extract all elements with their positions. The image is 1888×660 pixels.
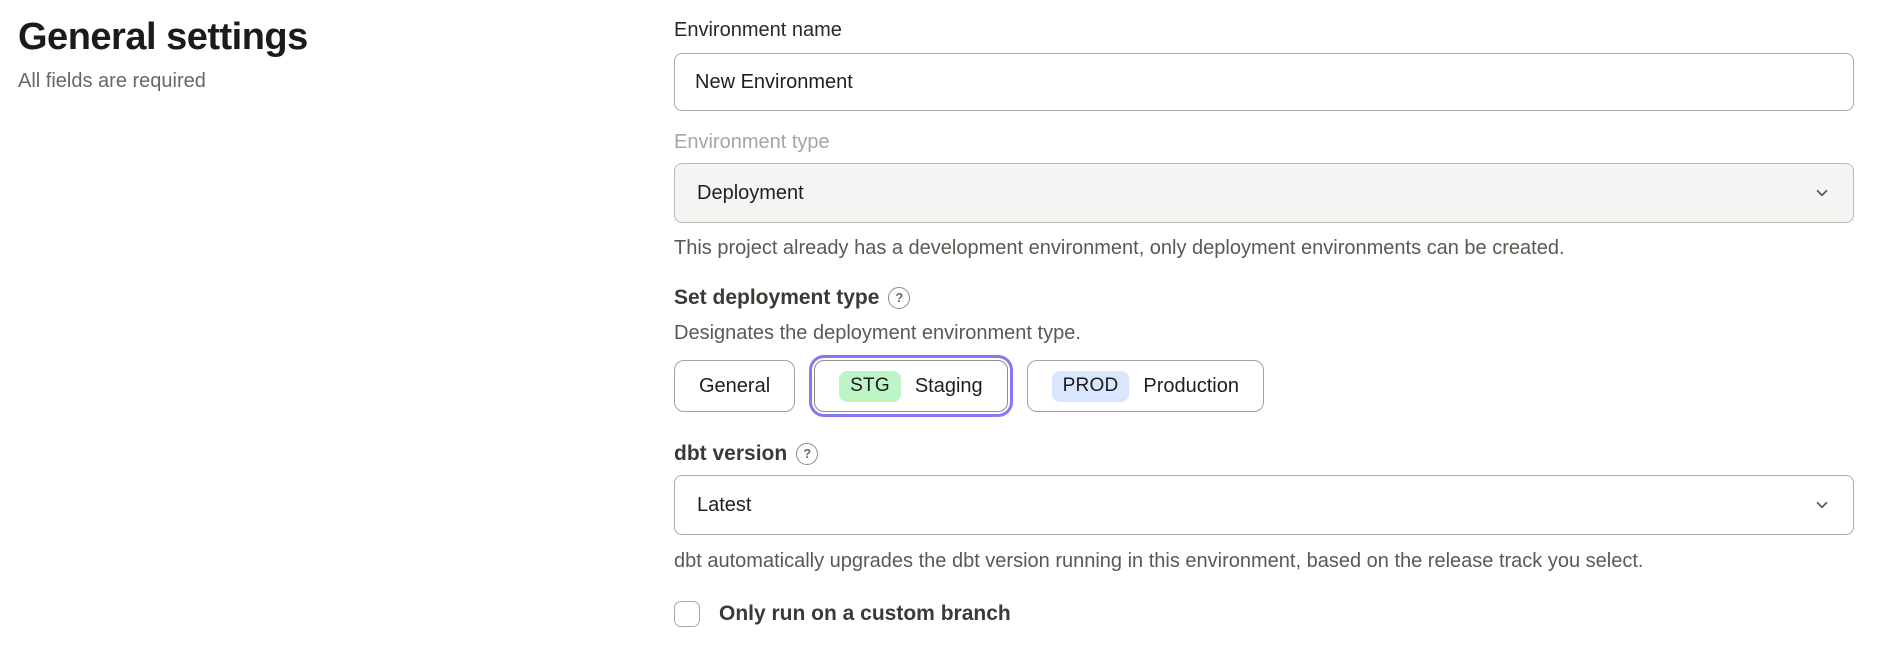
dbt-version-heading: dbt version ? bbox=[674, 441, 819, 467]
dbt-version-helper: dbt automatically upgrades the dbt versi… bbox=[674, 550, 1644, 572]
help-icon[interactable]: ? bbox=[888, 287, 911, 309]
environment-form: Environment name Environment type Deploy… bbox=[674, 0, 1854, 660]
deployment-type-helper: Designates the deployment environment ty… bbox=[674, 322, 1081, 344]
dbt-version-value: Latest bbox=[697, 493, 752, 516]
deployment-type-general-button[interactable]: General bbox=[674, 360, 796, 412]
environment-type-label: Environment type bbox=[674, 131, 830, 153]
deployment-type-staging-button[interactable]: STG Staging bbox=[814, 360, 1008, 412]
dbt-version-select[interactable]: Latest bbox=[674, 475, 1854, 535]
deployment-type-heading: Set deployment type ? bbox=[674, 285, 911, 311]
chevron-down-icon bbox=[1816, 501, 1828, 509]
custom-branch-label: Only run on a custom branch bbox=[719, 602, 1011, 625]
production-badge: PROD bbox=[1051, 370, 1130, 402]
help-icon[interactable]: ? bbox=[796, 443, 819, 465]
deployment-type-production-button[interactable]: PROD Production bbox=[1026, 360, 1264, 412]
environment-type-select[interactable]: Deployment bbox=[674, 163, 1854, 223]
page-subtitle: All fields are required bbox=[18, 70, 206, 92]
deployment-type-heading-label: Set deployment type bbox=[674, 286, 880, 309]
deployment-type-production-label: Production bbox=[1143, 374, 1239, 397]
staging-badge: STG bbox=[839, 370, 901, 402]
deployment-type-staging-label: Staging bbox=[914, 374, 983, 397]
environment-name-label: Environment name bbox=[674, 19, 842, 41]
chevron-down-icon bbox=[1816, 189, 1828, 197]
environment-type-value: Deployment bbox=[697, 181, 804, 204]
deployment-type-options: General STG Staging PROD Production bbox=[674, 360, 1264, 412]
environment-name-input[interactable] bbox=[674, 53, 1854, 111]
custom-branch-checkbox[interactable] bbox=[674, 601, 700, 627]
dbt-version-heading-label: dbt version bbox=[674, 442, 788, 465]
page-title: General settings bbox=[18, 16, 308, 58]
custom-branch-row: Only run on a custom branch bbox=[674, 601, 1011, 627]
environment-type-helper: This project already has a development e… bbox=[674, 237, 1565, 259]
deployment-type-general-label: General bbox=[699, 374, 771, 397]
settings-header: General settings All fields are required bbox=[18, 14, 578, 93]
